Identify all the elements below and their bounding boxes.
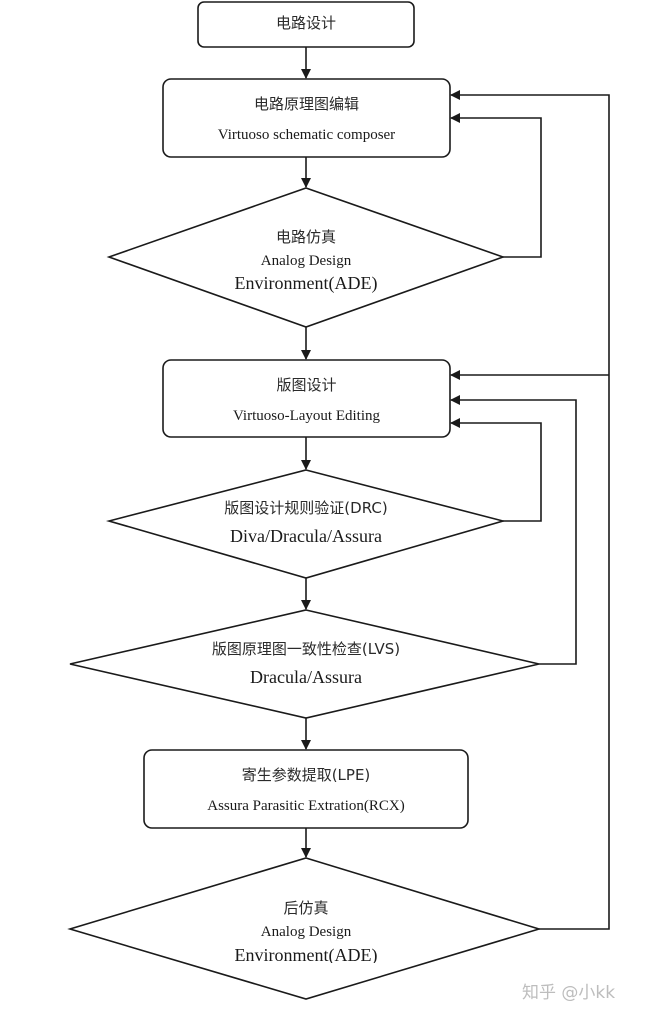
circuit-sim-label-zh: 电路仿真 [275, 228, 336, 246]
schematic-edit-label-en: Virtuoso schematic composer [217, 127, 396, 143]
drc-label-en: Diva/Dracula/Assura [230, 526, 382, 546]
node-lvs [69, 609, 540, 719]
post-sim-label-zh: 后仿真 [283, 899, 329, 917]
schematic-edit-label-zh: 电路原理图编辑 [253, 95, 359, 113]
watermark-text: 知乎 @小kk [522, 983, 616, 1003]
node-post-sim [67, 857, 542, 1000]
node-schematic-edit [162, 78, 451, 158]
circuit-sim-label-en2: Environment(ADE) [234, 273, 378, 293]
lpe-label-en: Assura Parasitic Extration(RCX) [207, 798, 405, 814]
loop-postsim-to-schematic [450, 90, 610, 930]
circuit-design-label: 电路设计 [275, 14, 336, 32]
node-drc [105, 469, 507, 579]
lvs-label-en: Dracula/Assura [250, 667, 362, 687]
layout-design-label-zh: 版图设计 [276, 376, 337, 394]
node-lpe [143, 749, 469, 829]
layout-design-label-en: Virtuoso-Layout Editing [233, 408, 380, 424]
post-sim-label-en1: Analog Design [260, 924, 352, 940]
loop-drc-to-layout [450, 418, 542, 522]
loop-lvs-to-layout [450, 395, 577, 665]
drc-label-zh: 版图设计规则验证(DRC) [224, 499, 388, 517]
circuit-sim-label-en1: Analog Design [260, 253, 352, 269]
node-layout-design [162, 359, 451, 438]
lpe-label-zh: 寄生参数提取(LPE) [241, 766, 371, 784]
lvs-label-zh: 版图原理图一致性检查(LVS) [211, 640, 401, 658]
post-sim-label-en2: Environment(ADE) [234, 945, 378, 963]
loop-sim-to-schematic [450, 113, 542, 258]
